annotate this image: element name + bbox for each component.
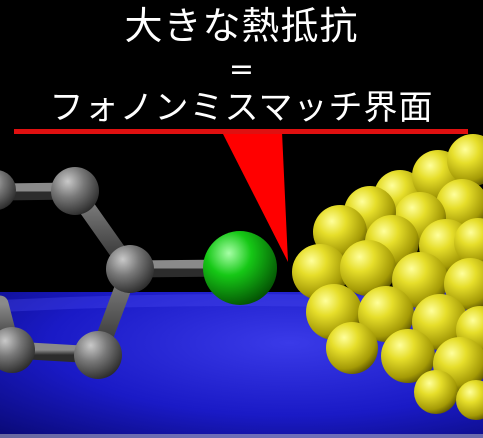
- caption-line-1: 大きな熱抵抗: [124, 4, 359, 48]
- carbon-atom: [106, 245, 154, 293]
- caption-underline: [14, 129, 468, 134]
- carbon-atom: [74, 331, 122, 379]
- caption-equals: =: [228, 52, 255, 87]
- interface-pointer: [222, 132, 288, 262]
- caption-line-3: フォノンミスマッチ界面: [49, 88, 434, 128]
- anchor-atom: [203, 231, 277, 305]
- carbon-atom: [0, 170, 16, 210]
- carbon-atom: [0, 327, 35, 373]
- carbon-atom: [51, 167, 99, 215]
- gold-cluster: [292, 134, 483, 420]
- frame-bottom-edge: [0, 434, 483, 438]
